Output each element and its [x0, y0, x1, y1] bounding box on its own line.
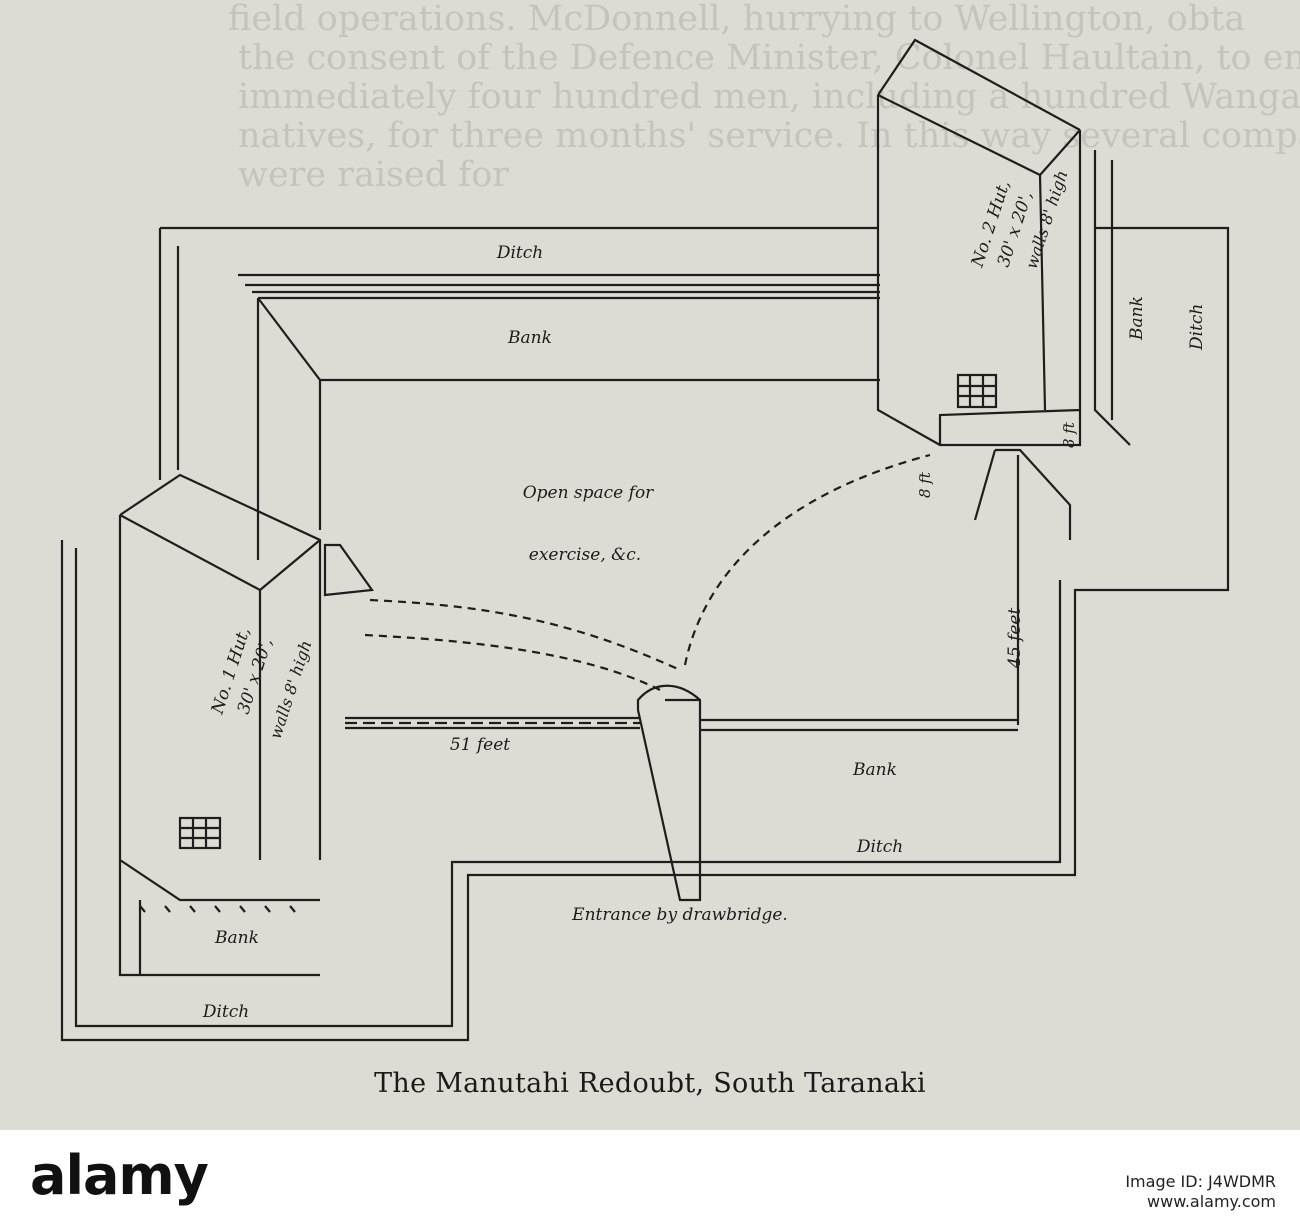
- stock-info: Image ID: J4WDMR www.alamy.com: [1125, 1172, 1276, 1212]
- watermark-footer: [0, 1130, 1300, 1219]
- ditch-right-label: Ditch: [1187, 304, 1207, 351]
- hut-2-window: [956, 373, 998, 409]
- background-text-line: immediately four hundred men, including …: [238, 77, 1300, 117]
- bank-right-label: Bank: [1127, 296, 1147, 341]
- right-chamfer: [973, 448, 1072, 725]
- ditch-top-label: Ditch: [496, 243, 543, 263]
- right-strip: [1093, 150, 1131, 446]
- ditch-bottom-label: Ditch: [856, 837, 903, 857]
- entrance-label: Entrance by drawbridge.: [571, 905, 788, 925]
- redoubt-plan: Ditch Bank Open space for exercise, &c. …: [60, 38, 1230, 1042]
- bank-left-label: Bank: [214, 928, 259, 948]
- bank-lines-top: [238, 273, 880, 300]
- hut-1-window: [178, 816, 222, 850]
- hut-2-outline: [876, 38, 1082, 447]
- path-dashed-2: [364, 633, 661, 691]
- dim-8-label-a: 8 ft: [916, 471, 934, 498]
- open-space-label-2: exercise, &c.: [529, 545, 641, 565]
- background-text-line: field operations. McDonnell, hurrying to…: [228, 0, 1246, 39]
- bank-bottom-label: Bank: [852, 760, 897, 780]
- drawbridge: [636, 684, 702, 902]
- dim-8-label-b: 8 ft: [1060, 421, 1078, 448]
- outer-ditch-outline: [60, 226, 1230, 1042]
- hut-2-label-3: walls 8' high: [1022, 168, 1072, 271]
- left-ticks: [139, 905, 296, 913]
- site-url: www.alamy.com: [1147, 1192, 1276, 1211]
- hut-1-outline: [118, 473, 322, 977]
- bank-top-label: Bank: [507, 328, 552, 348]
- dim-51-label: 51 feet: [450, 735, 510, 755]
- ditch-left-label: Ditch: [202, 1002, 249, 1022]
- hut-1-base: [119, 859, 320, 975]
- image-id: Image ID: J4WDMR: [1125, 1172, 1276, 1191]
- bank-outline: [256, 297, 880, 560]
- outer-ditch-inner-edge: [74, 246, 1062, 1028]
- dim-51-line: [345, 716, 640, 730]
- brand-logo: alamy: [30, 1144, 209, 1207]
- hut-2-roof: [1038, 174, 1047, 411]
- dim-45-label: 45 feet: [1005, 608, 1025, 669]
- hut-1-door: [323, 543, 374, 597]
- background-text-line: were raised for: [238, 155, 509, 195]
- background-text-line: the consent of the Defence Minister, Col…: [238, 38, 1300, 78]
- background-text: field operations. McDonnell, hurrying to…: [0, 0, 1300, 195]
- path-dashed-3: [683, 453, 931, 666]
- background-text-line: natives, for three months' service. In t…: [238, 116, 1300, 156]
- path-dashed-1: [369, 598, 681, 672]
- book-page: field operations. McDonnell, hurrying to…: [0, 0, 1300, 1130]
- dim-45-line: [700, 718, 1018, 732]
- open-space-label-1: Open space for: [523, 483, 654, 503]
- figure-caption: The Manutahi Redoubt, South Taranaki: [374, 1068, 926, 1099]
